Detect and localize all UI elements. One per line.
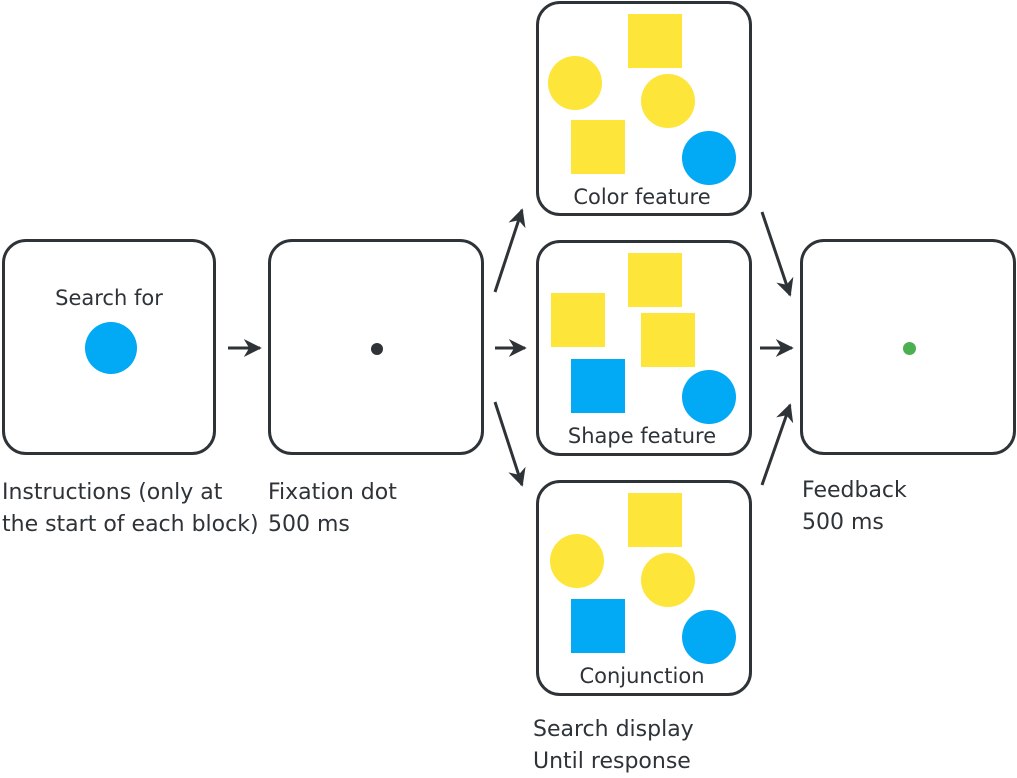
feedback-caption-line2: 500 ms	[802, 510, 884, 535]
shape-feature-panel: Shape feature	[536, 240, 752, 456]
yellow-square	[641, 313, 695, 367]
instructions-panel: Search for	[2, 239, 216, 455]
instructions-caption-line1: Instructions (only at	[2, 480, 223, 505]
feedback-dot	[903, 342, 916, 355]
fixation-caption: Fixation dot 500 ms	[268, 477, 397, 541]
conjunction-panel: Conjunction	[536, 480, 752, 696]
search-caption-line1: Search display	[533, 717, 694, 742]
search-display-caption: Search display Until response	[533, 714, 694, 778]
fixation-caption-line1: Fixation dot	[268, 480, 397, 505]
arrow-conjunction-to-feedback	[760, 403, 794, 486]
shape-feature-label: Shape feature	[567, 424, 717, 448]
yellow-square	[551, 293, 605, 347]
arrow-fixation-to-color	[493, 208, 526, 293]
blue-circle-target	[682, 610, 736, 664]
target-blue-circle	[85, 322, 137, 374]
arrow-fixation-to-conjunction	[493, 401, 526, 487]
feedback-caption-line1: Feedback	[802, 478, 907, 503]
yellow-circle	[550, 534, 604, 588]
feedback-panel	[800, 239, 1016, 455]
instructions-prompt: Search for	[55, 286, 163, 310]
arrow-color-to-feedback	[760, 211, 794, 297]
yellow-circle	[641, 74, 695, 128]
fixation-panel	[268, 239, 484, 455]
yellow-circle	[641, 553, 695, 607]
instructions-caption-line2: the start of each block)	[2, 512, 259, 537]
yellow-square	[571, 120, 625, 174]
blue-square	[571, 599, 625, 653]
color-feature-panel: Color feature	[536, 1, 752, 216]
blue-square	[571, 359, 625, 413]
fixation-caption-line2: 500 ms	[268, 512, 350, 537]
blue-circle-target	[682, 370, 736, 424]
yellow-square	[628, 14, 682, 68]
instructions-caption: Instructions (only at the start of each …	[2, 477, 259, 541]
fixation-dot	[371, 343, 383, 355]
yellow-square	[628, 493, 682, 547]
yellow-circle	[548, 56, 602, 110]
feedback-caption: Feedback 500 ms	[802, 475, 907, 539]
conjunction-label: Conjunction	[579, 664, 705, 688]
color-feature-label: Color feature	[573, 185, 711, 209]
search-caption-line2: Until response	[533, 749, 691, 774]
blue-circle-target	[682, 131, 736, 185]
yellow-square	[628, 253, 682, 307]
